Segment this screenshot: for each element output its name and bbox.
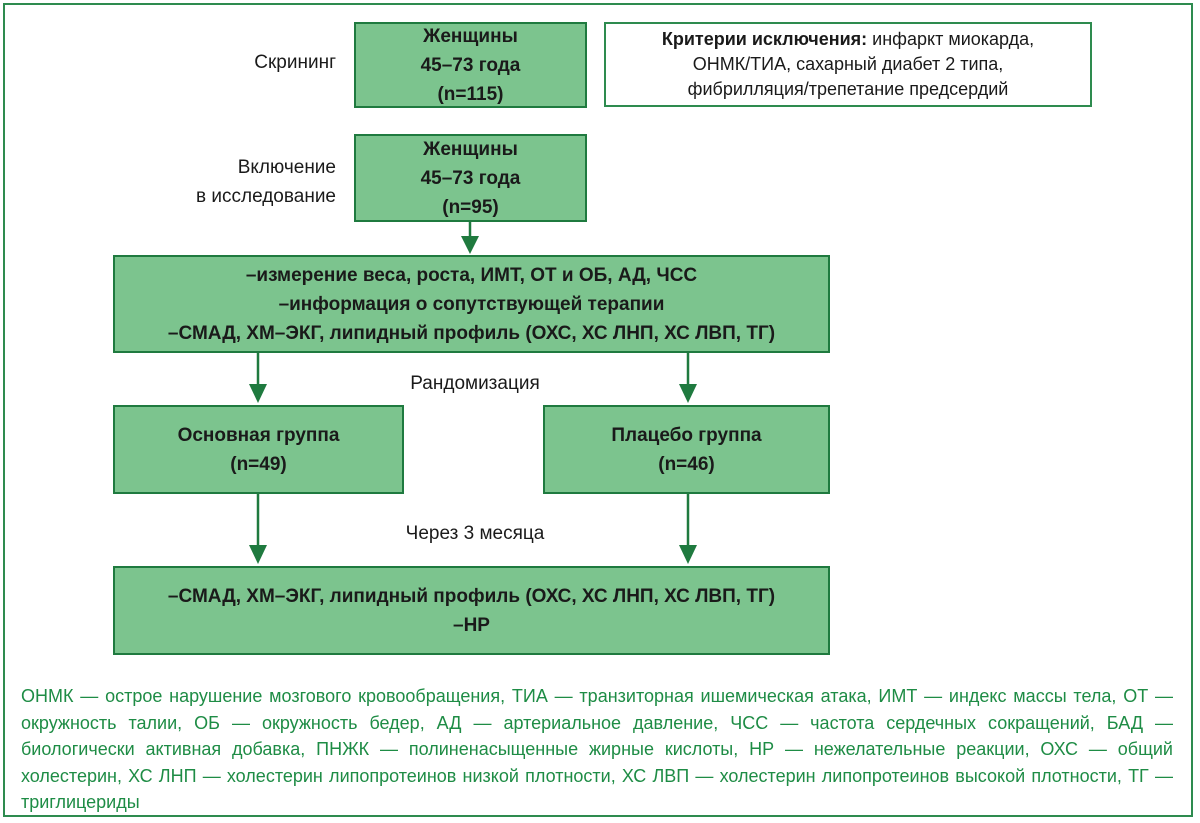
measurements-line: –СМАД, ХМ–ЭКГ, липидный профиль (ОХС, ХС… (167, 322, 776, 344)
inclusion-box-line: (n=95) (442, 196, 499, 218)
followup-label: Через 3 месяца (405, 523, 545, 544)
final-line: –СМАД, ХМ–ЭКГ, липидный профиль (ОХС, ХС… (167, 585, 776, 607)
placebo-group-box: Плацебо группа (n=46) (543, 405, 830, 494)
exclusion-line-1: Критерии исключения: инфаркт миокарда, (662, 27, 1034, 52)
measurements-line: –измерение веса, роста, ИМТ, ОТ и ОБ, АД… (245, 264, 698, 286)
arrowhead-4 (249, 545, 267, 564)
exclusion-criteria-box: Критерии исключения: инфаркт миокарда, О… (604, 22, 1092, 107)
placebo-group-line: Плацебо группа (611, 424, 762, 446)
randomization-label: Рандомизация (410, 373, 540, 394)
placebo-group-line: (n=46) (658, 453, 715, 475)
inclusion-box-line: 45–73 года (420, 167, 521, 189)
inclusion-label-line: в исследование (196, 186, 336, 207)
screening-box-line: Женщины (423, 25, 518, 47)
exclusion-line: ОНМК/ТИА, сахарный диабет 2 типа, (692, 54, 1004, 74)
main-group-box: Основная группа (n=49) (113, 405, 404, 494)
measurements-line: –информация о сопутствующей терапии (278, 293, 665, 315)
inclusion-label: Включение в исследование (150, 153, 336, 211)
inclusion-label-line: Включение (237, 157, 336, 178)
final-line: –НР (453, 614, 490, 636)
main-group-line: (n=49) (230, 453, 287, 475)
screening-box: Женщины 45–73 года (n=115) (354, 22, 587, 108)
screening-label: Скрининг (254, 52, 336, 73)
arrowhead-5 (679, 545, 697, 564)
exclusion-text-first: инфаркт миокарда, (867, 29, 1035, 49)
abbreviations-legend: ОНМК — острое нарушение мозгового кровоо… (21, 686, 1173, 812)
screening-box-line: (n=115) (437, 83, 504, 105)
arrowhead-1 (461, 236, 479, 254)
measurements-box: –измерение веса, роста, ИМТ, ОТ и ОБ, АД… (113, 255, 830, 353)
arrowhead-3 (679, 384, 697, 403)
inclusion-box-line: Женщины (423, 138, 518, 160)
exclusion-title: Критерии исключения: (661, 29, 868, 49)
main-group-line: Основная группа (177, 424, 340, 446)
inclusion-box: Женщины 45–73 года (n=95) (354, 134, 587, 222)
exclusion-line: фибрилляция/трепетание предсердий (687, 79, 1009, 99)
final-measurements-box: –СМАД, ХМ–ЭКГ, липидный профиль (ОХС, ХС… (113, 566, 830, 655)
arrowhead-2 (249, 384, 267, 403)
outer-frame (3, 3, 1193, 817)
screening-box-line: 45–73 года (420, 54, 521, 76)
